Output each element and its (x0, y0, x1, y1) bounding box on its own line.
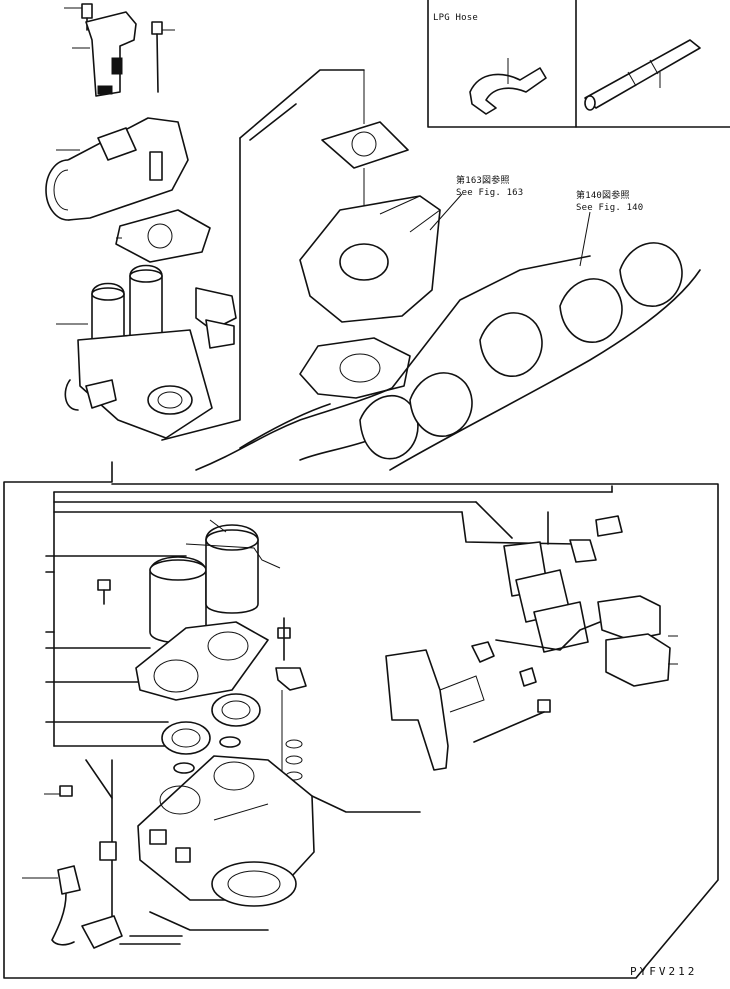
detail-frame (3, 461, 719, 979)
leader-lines (45, 485, 613, 945)
fig140-ref-en: See Fig. 140 (576, 203, 644, 213)
connector-harness (495, 515, 678, 687)
fig163-ref-jp: 第163図参照 (456, 176, 510, 186)
fig163-ref-en: See Fig. 163 (456, 188, 524, 198)
mounting-bracket (385, 641, 551, 771)
fig140-ref-jp: 第140図参照 (576, 191, 630, 201)
lower-valve-block (137, 755, 421, 931)
lpg-hose-label: LPG Hose (433, 13, 478, 23)
upper-throttle-assembly (45, 3, 237, 439)
lower-sensor (22, 785, 123, 949)
lower-twin-solenoid (149, 519, 281, 644)
drawing-code: PYFV212 (630, 965, 698, 978)
gasket-stack (97, 579, 269, 774)
intake-manifold (195, 211, 701, 471)
lpg-hose-inset (427, 0, 730, 128)
center-regulator (299, 70, 463, 323)
